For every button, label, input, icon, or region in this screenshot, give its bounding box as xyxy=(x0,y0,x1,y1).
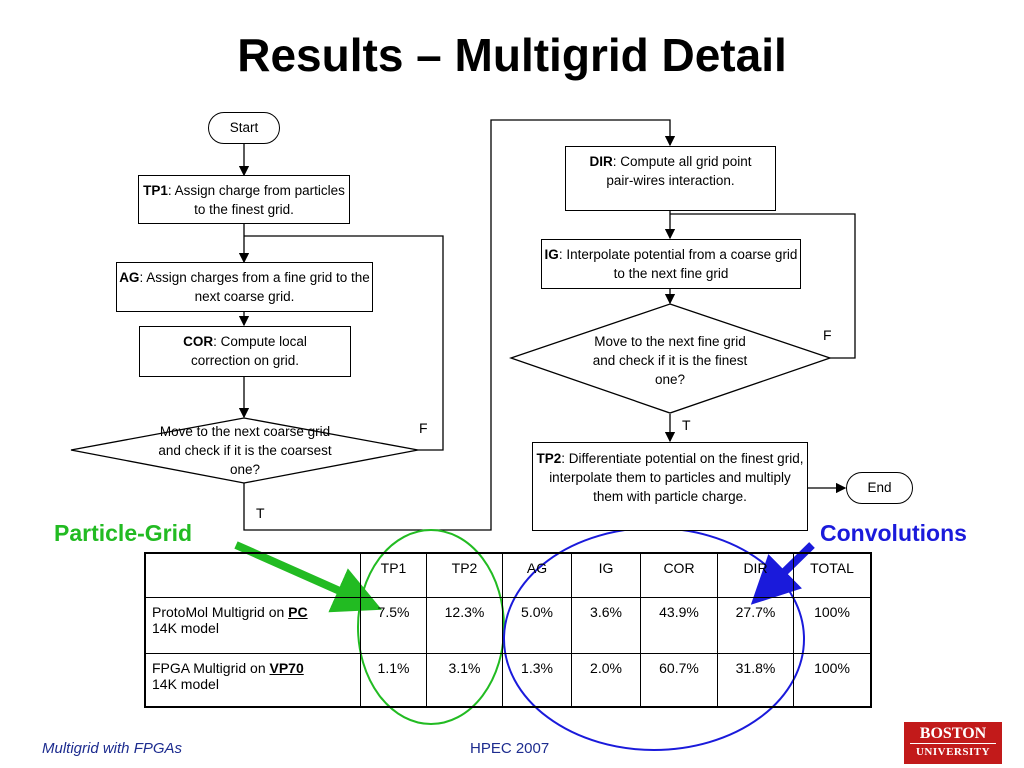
tp2-key: TP2 xyxy=(536,451,562,466)
ag-text: : Assign charges from a fine grid to the… xyxy=(139,270,370,304)
platform-label: PC xyxy=(288,603,308,620)
cor-key: COR xyxy=(183,334,214,349)
model-label: 14K model xyxy=(152,619,219,636)
table-cell: 3.6% xyxy=(571,596,641,654)
table-header-cell: TP1 xyxy=(360,552,427,598)
table-header-cell: TP2 xyxy=(426,552,503,598)
table-cell: 2.0% xyxy=(571,652,641,708)
table-row: ProtoMol Multigrid on PC 14K model 7.5% … xyxy=(144,596,872,654)
results-table: TP1 TP2 AG IG COR DIR TOTAL ProtoMol Mul… xyxy=(144,552,872,708)
table-header-cell: AG xyxy=(502,552,572,598)
ag-key: AG xyxy=(119,270,140,285)
tp2-text: : Differentiate potential on the finest … xyxy=(549,451,804,504)
table-cell: 27.7% xyxy=(717,596,794,654)
boston-university-logo: BOSTON UNIVERSITY xyxy=(904,722,1002,764)
table-cell: 1.1% xyxy=(360,652,427,708)
table-cell: 31.8% xyxy=(717,652,794,708)
ig-box: IG: Interpolate potential from a coarse … xyxy=(541,239,801,289)
row-label-prefix: ProtoMol Multigrid on xyxy=(152,603,289,620)
footer-center: HPEC 2007 xyxy=(470,740,550,757)
cor-text: : Compute local correction on grid. xyxy=(190,334,307,368)
coarse-true-label: T xyxy=(256,505,265,521)
fine-true-label: T xyxy=(682,417,691,433)
dir-key: DIR xyxy=(589,154,613,169)
table-header-cell xyxy=(144,552,361,598)
platform-label: VP70 xyxy=(269,659,304,676)
dir-box: DIR: Compute all grid point pair-wires i… xyxy=(565,146,776,211)
slide-title: Results – Multigrid Detail xyxy=(237,29,787,81)
ig-text: : Interpolate potential from a coarse gr… xyxy=(558,247,798,281)
fine-false-label: F xyxy=(823,327,832,343)
table-cell: 12.3% xyxy=(426,596,503,654)
logo-line1: BOSTON xyxy=(910,725,996,744)
table-header-cell: TOTAL xyxy=(793,552,872,598)
ig-key: IG xyxy=(544,247,559,262)
logo-line2: UNIVERSITY xyxy=(915,746,991,758)
end-label: End xyxy=(867,480,892,495)
table-cell: 5.0% xyxy=(502,596,572,654)
table-cell: 100% xyxy=(793,596,872,654)
decision-fine-shape xyxy=(508,303,833,414)
table-row: FPGA Multigrid on VP70 14K model 1.1% 3.… xyxy=(144,652,872,708)
table-header-cell: COR xyxy=(640,552,718,598)
start-label: Start xyxy=(229,120,259,135)
table-cell: 7.5% xyxy=(360,596,427,654)
table-cell: 60.7% xyxy=(640,652,718,708)
row-label-prefix: FPGA Multigrid on xyxy=(152,659,270,676)
table-cell: 100% xyxy=(793,652,872,708)
table-cell: 43.9% xyxy=(640,596,718,654)
model-label: 14K model xyxy=(152,675,219,692)
table-header-row: TP1 TP2 AG IG COR DIR TOTAL xyxy=(144,552,872,598)
start-node: Start xyxy=(208,112,280,144)
footer-left: Multigrid with FPGAs xyxy=(42,740,183,757)
dir-text: : Compute all grid point pair-wires inte… xyxy=(606,154,752,188)
row-label: ProtoMol Multigrid on PC 14K model xyxy=(144,596,361,654)
ag-box: AG: Assign charges from a fine grid to t… xyxy=(116,262,373,312)
tp2-box: TP2: Differentiate potential on the fine… xyxy=(532,442,808,531)
convolutions-label: Convolutions xyxy=(820,520,967,546)
tp1-text: : Assign charge from particles to the fi… xyxy=(167,183,345,217)
end-node: End xyxy=(846,472,913,504)
table-cell: 3.1% xyxy=(426,652,503,708)
decision-fine-text: Move to the next fine grid and check if … xyxy=(592,334,748,387)
table-header-cell: IG xyxy=(571,552,641,598)
cor-box: COR: Compute local correction on grid. xyxy=(139,326,351,377)
decision-coarse-text: Move to the next coarse grid and check i… xyxy=(158,424,332,477)
table-cell: 1.3% xyxy=(502,652,572,708)
row-label: FPGA Multigrid on VP70 14K model xyxy=(144,652,361,708)
tp1-box: TP1: Assign charge from particles to the… xyxy=(138,175,350,224)
decision-coarse-shape xyxy=(70,417,419,484)
tp1-key: TP1 xyxy=(143,183,168,198)
particle-grid-label: Particle-Grid xyxy=(54,520,193,546)
coarse-false-label: F xyxy=(419,420,428,436)
table-header-cell: DIR xyxy=(717,552,794,598)
